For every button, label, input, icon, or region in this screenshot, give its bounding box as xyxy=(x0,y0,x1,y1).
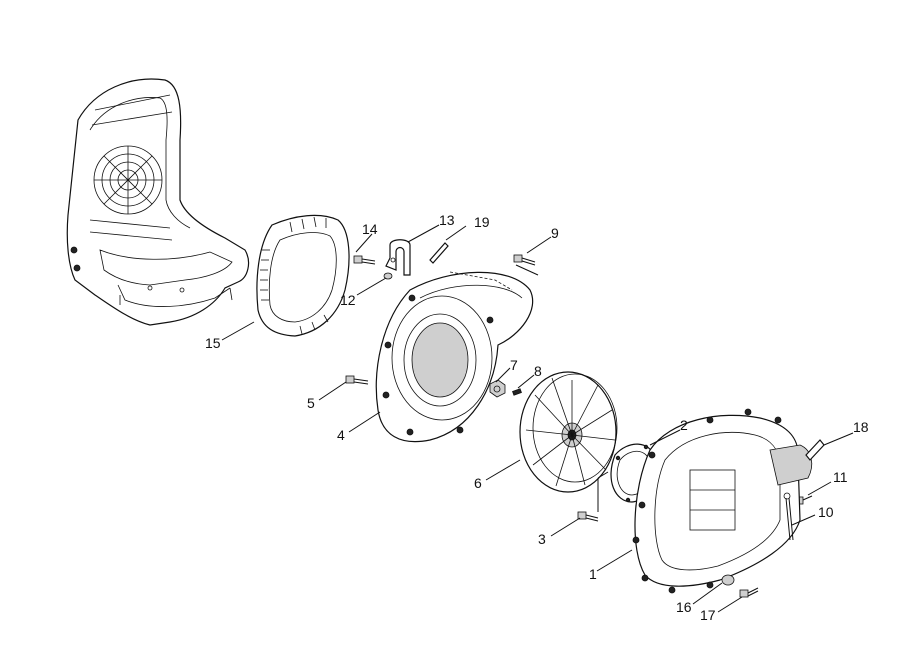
part-9-screw xyxy=(513,254,536,266)
part-1-fan-case xyxy=(632,408,813,594)
part-13-clamp xyxy=(385,239,411,276)
part-7-nut xyxy=(489,379,506,398)
part-19-label xyxy=(429,242,449,264)
callout-16: 16 xyxy=(676,599,692,615)
callout-8: 8 xyxy=(534,363,542,379)
callout-13: 13 xyxy=(439,212,455,228)
part-16-grommet xyxy=(721,574,735,586)
callout-14: 14 xyxy=(362,221,378,237)
callout-12: 12 xyxy=(340,292,356,308)
part-8-key xyxy=(512,388,522,396)
part-4-fan-housing-cover xyxy=(375,271,534,443)
part-18-label xyxy=(805,439,825,461)
callout-3: 3 xyxy=(538,531,546,547)
part-15-gasket-frame xyxy=(256,214,350,337)
part-3-screw xyxy=(577,511,599,522)
part-5-screw xyxy=(345,375,369,385)
part-17-screw xyxy=(739,587,759,598)
callout-6: 6 xyxy=(474,475,482,491)
callout-19: 19 xyxy=(474,214,490,230)
callout-2: 2 xyxy=(680,417,688,433)
leader-lines xyxy=(221,224,854,613)
callout-1: 1 xyxy=(589,566,597,582)
callout-4: 4 xyxy=(337,427,345,443)
callout-18: 18 xyxy=(853,419,869,435)
callout-7: 7 xyxy=(510,357,518,373)
part-12-washer xyxy=(383,272,393,280)
part-10-pin xyxy=(783,492,794,541)
callout-10: 10 xyxy=(818,504,834,520)
callout-9: 9 xyxy=(551,225,559,241)
part-14-screw xyxy=(353,255,376,265)
callout-11: 11 xyxy=(833,469,848,485)
callout-17: 17 xyxy=(700,607,716,623)
part-6-impeller-fan xyxy=(519,371,618,493)
callout-labels: 1 2 3 4 5 6 7 8 9 10 11 12 13 14 15 16 1… xyxy=(205,212,869,623)
callout-15: 15 xyxy=(205,335,221,351)
back-frame xyxy=(66,78,250,326)
callout-5: 5 xyxy=(307,395,315,411)
